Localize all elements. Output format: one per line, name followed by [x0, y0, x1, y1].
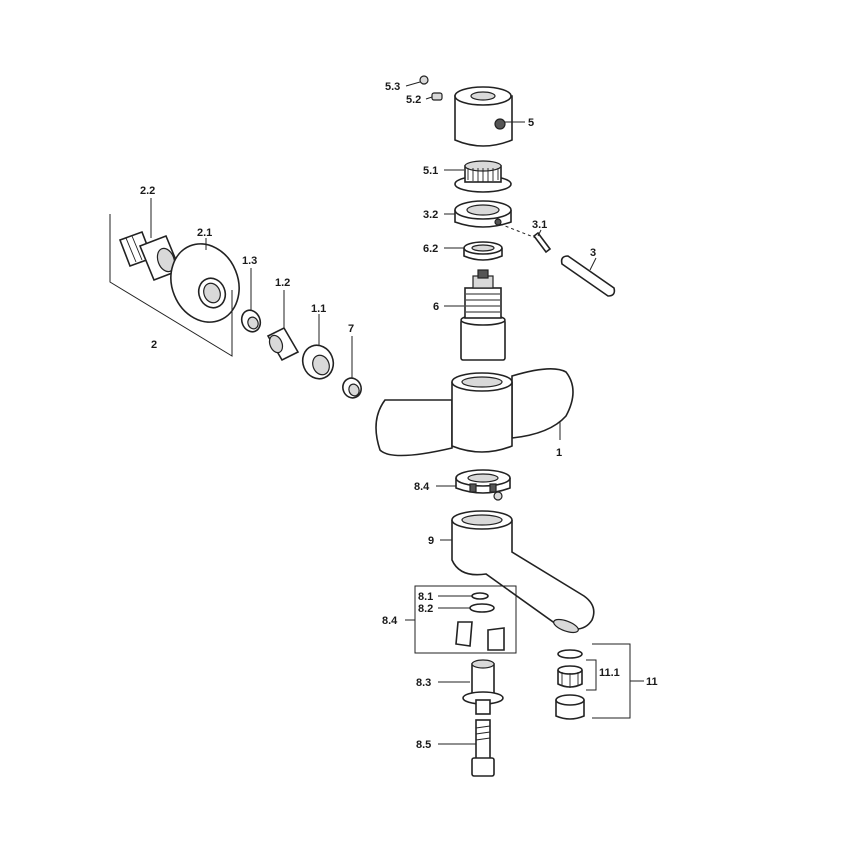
part-5-handle-cap [454, 86, 513, 147]
label-8-2: 8.2 [418, 603, 433, 615]
label-5-1: 5.1 [423, 165, 438, 177]
part-1-2-nipple [266, 326, 300, 362]
label-2: 2 [151, 339, 157, 351]
label-7: 7 [348, 323, 354, 335]
part-8-2-o-ring [469, 603, 495, 613]
leader-lines [150, 81, 644, 745]
label-6-2: 6.2 [423, 243, 438, 255]
label-11-1: 11.1 [599, 667, 620, 679]
label-1-3: 1.3 [242, 255, 257, 267]
part-8-3-stem [462, 659, 504, 715]
part-7-check-valve [342, 377, 362, 399]
part-1-valve-body [375, 368, 574, 457]
label-5-3: 5.3 [385, 81, 400, 93]
label-1-1: 1.1 [311, 303, 326, 315]
part-5-1-spline-adapter [454, 160, 512, 193]
label-3: 3 [590, 247, 596, 259]
part-3-handle-lever-pin [560, 255, 616, 297]
label-9: 9 [428, 535, 434, 547]
label-3-1: 3.1 [532, 219, 547, 231]
label-8-4-box: 8.4 [382, 615, 398, 627]
part-6-cartridge [460, 269, 506, 361]
part-11-1-aerator-insert [557, 649, 583, 688]
label-8-5: 8.5 [416, 739, 431, 751]
label-1-2: 1.2 [275, 277, 290, 289]
label-8-4-upper: 8.4 [414, 481, 430, 493]
label-5-2: 5.2 [406, 94, 421, 106]
label-5: 5 [528, 117, 534, 129]
part-2-2-connector [118, 230, 182, 282]
bracket-part-11 [592, 643, 631, 719]
part-3-2-retaining-ring [454, 200, 512, 228]
bracket-part-2 [109, 214, 233, 357]
part-8-4-diverter [455, 469, 511, 501]
bracket-part-11-1 [586, 659, 597, 691]
part-6-2-nut [463, 241, 503, 261]
part-1-1-nut [301, 344, 335, 380]
part-8-5-bolt [471, 719, 495, 777]
label-1: 1 [556, 447, 562, 459]
part-2-1-escutcheon [170, 243, 240, 323]
label-2-1: 2.1 [197, 227, 212, 239]
label-3-2: 3.2 [423, 209, 438, 221]
part-1-3-washer [240, 309, 262, 333]
label-8-3: 8.3 [416, 677, 431, 689]
part-5-3-screw [419, 75, 429, 85]
label-6: 6 [433, 301, 439, 313]
part-11-aerator-housing [555, 694, 585, 720]
label-8-1: 8.1 [418, 591, 433, 603]
label-2-2: 2.2 [140, 185, 155, 197]
part-9-spout [451, 510, 595, 634]
part-8-1-o-ring [471, 592, 489, 600]
part-5-2-pin [431, 92, 443, 101]
part-8-4-shells [455, 621, 505, 651]
label-11: 11 [646, 676, 658, 688]
part-3-1-small-pin [532, 231, 552, 254]
